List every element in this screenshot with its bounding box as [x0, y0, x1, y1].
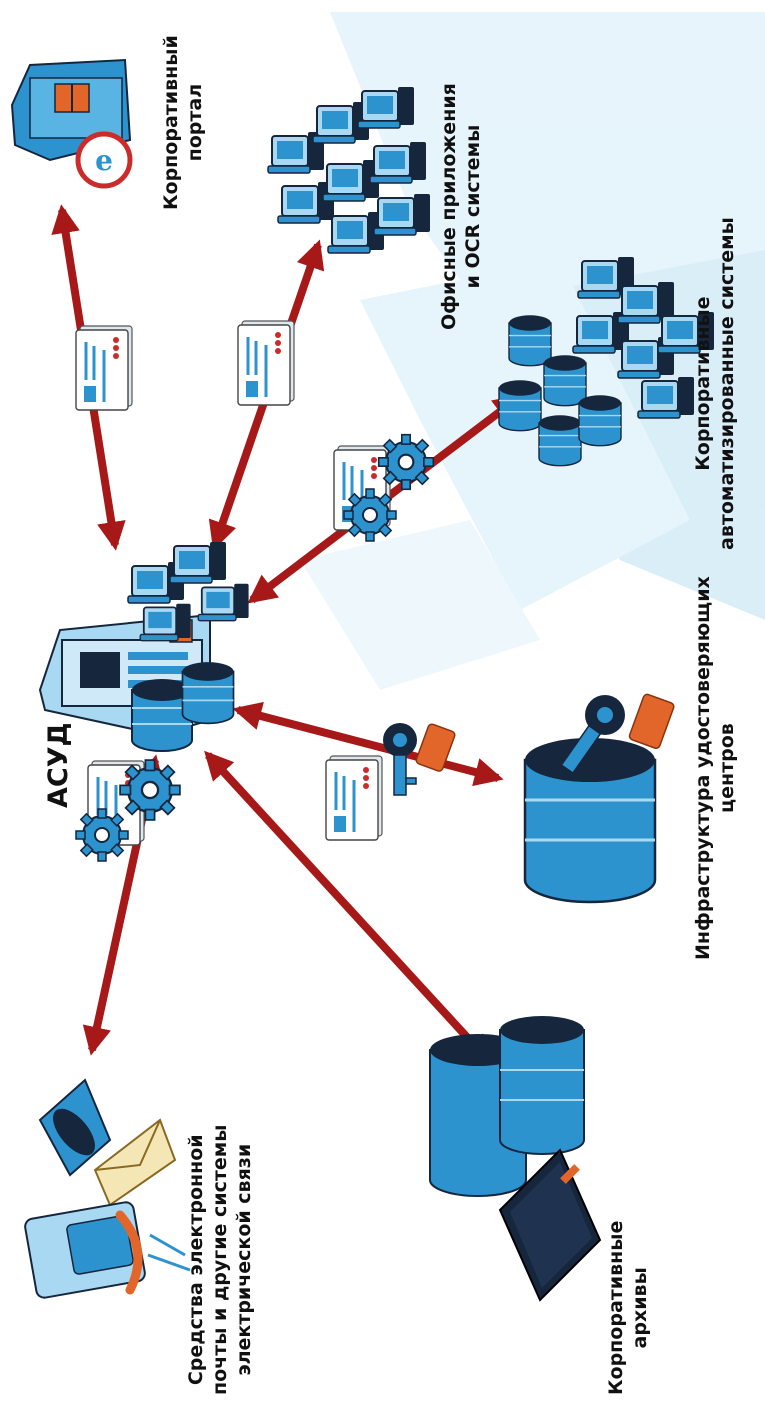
server-cluster-icon	[38, 541, 250, 752]
document-icon	[74, 324, 134, 412]
gear-icon	[343, 488, 397, 542]
key-database-icon	[523, 693, 675, 904]
document-icon	[236, 319, 296, 407]
archive-database-icon	[429, 1016, 602, 1302]
node-label-automated: Корпоративные автоматизированные системы	[692, 217, 738, 550]
node-label-archives: Корпоративные архивы	[605, 1220, 651, 1395]
gear-icon	[75, 808, 129, 862]
node-label-office: Офисные приложения и OCR системы	[438, 83, 484, 330]
arrow-archives	[204, 750, 492, 1065]
key-icon	[383, 723, 456, 796]
node-label-portal: Корпоративный портал	[160, 35, 206, 210]
gear-icon	[118, 758, 182, 822]
svg-text:e: e	[95, 144, 113, 177]
node-label-email: Средства электронной почты и другие сист…	[185, 1124, 255, 1395]
connection-arrows	[51, 204, 523, 1065]
center-title: АСУД	[43, 722, 74, 808]
web-server-icon: e	[10, 58, 133, 189]
gear-icon	[377, 433, 435, 491]
communications-icon	[24, 1078, 191, 1299]
document-icon	[324, 754, 384, 842]
workstations-icon	[267, 86, 431, 254]
node-label-ca: Инфраструктура удостоверяющих центров	[692, 576, 738, 960]
